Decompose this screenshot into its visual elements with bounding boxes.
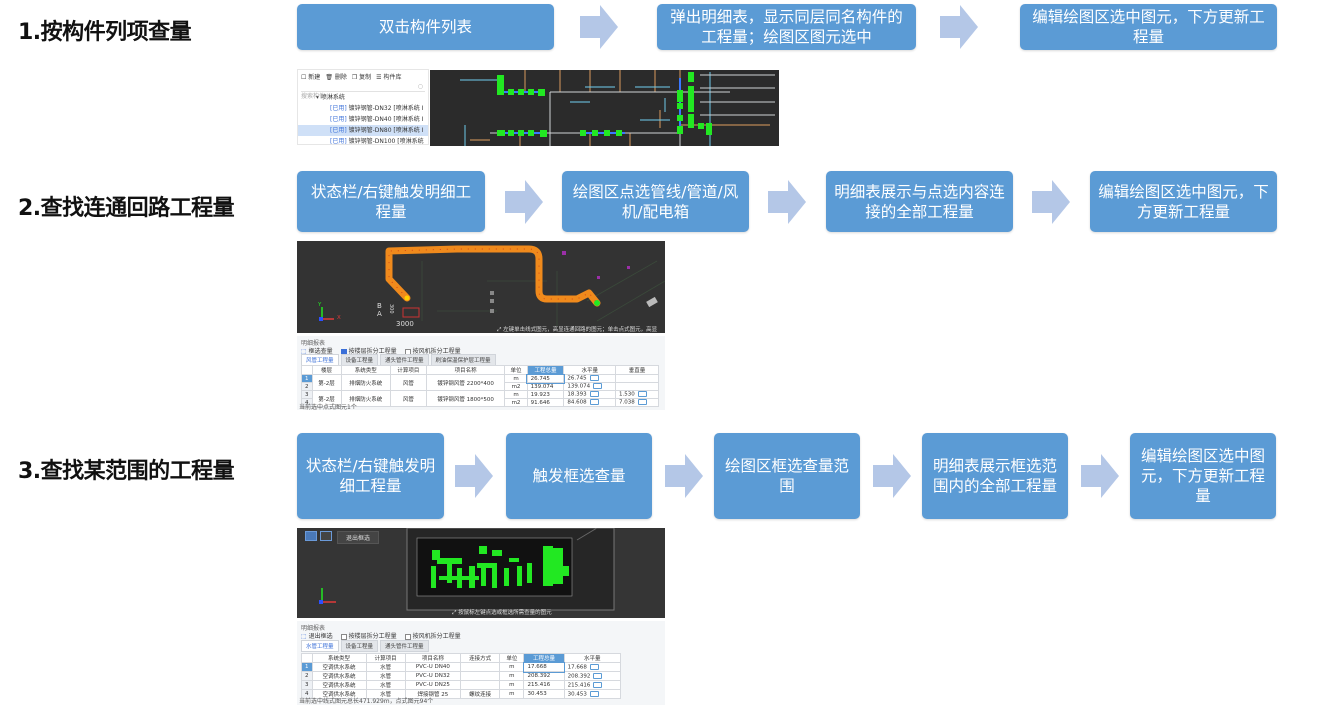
status-hint: ⤢ 按鼠标左键点选或框选所需查量的图元 [452, 610, 552, 616]
panel-title: 明细报表 [301, 625, 326, 632]
panel-title: 明细报表 [301, 340, 326, 347]
exit-box-query-button[interactable]: ⬚ 退出框选 [301, 633, 333, 640]
arrow-icon [665, 454, 703, 498]
table-row[interactable]: 1 第-2层 排烟防火系统 风管 镀锌钢风管 2200*400 m 26.745… [301, 373, 659, 391]
step-1-3: 编辑绘图区选中图元，下方更新工程量 [1020, 4, 1277, 50]
dimension-horizontal: 3000 [396, 320, 414, 328]
box-add-icon[interactable] [305, 531, 317, 541]
more-button[interactable] [593, 672, 603, 679]
more-button[interactable] [589, 399, 599, 406]
arrow-icon [768, 180, 806, 224]
step-2-3: 明细表展示与点选内容连接的全部工程量 [826, 171, 1013, 232]
step-3-5: 编辑绘图区选中图元，下方更新工程量 [1130, 433, 1276, 519]
more-button[interactable] [589, 375, 599, 382]
drawing-area-3[interactable]: 退出框选 ⤢ 按鼠标左键点选或框选所需查量的图元 [297, 528, 665, 618]
drawing-canvas [319, 245, 665, 326]
box-select-toolbar: 退出框选 [305, 531, 380, 544]
tree-item-selected[interactable]: [已用] 镀锌钢管-DN80 [喷淋系统 I [298, 125, 428, 136]
more-button[interactable] [637, 391, 647, 398]
detail-table: 系统类型 计算项目 项目名称 连接方式 单位 工程总量 水平量 1 空调供水系统… [301, 653, 622, 699]
x-axis-label: X [337, 315, 341, 321]
step-3-1: 状态栏/右键触发明细工程量 [297, 433, 444, 519]
step-3-3: 绘图区框选查量范围 [714, 433, 860, 519]
component-list-panel: ☐ 新建 🗑 删除 ❐ 复制 ☰ 构件库 搜索构件... ○ ▾ 喷淋系统 [已… [297, 69, 429, 145]
exit-box-select-button[interactable]: 退出框选 [337, 531, 380, 544]
step-3-2: 触发框选查量 [506, 433, 652, 519]
dimension-vertical: 300 [388, 304, 394, 314]
tab-fitting-quantity[interactable]: 通头管件工程量 [380, 640, 429, 652]
report-toolbar: ⬚ 退出框选 按楼层拆分工程量 按风机拆分工程量 [301, 631, 461, 640]
split-by-fan-checkbox[interactable]: 按风机拆分工程量 [404, 631, 461, 640]
detail-report-panel-2: 明细报表 ⬚ 框选查量 按楼层拆分工程量 按风机拆分工程量 风管工程量 设备工程… [297, 336, 665, 411]
component-search-input[interactable]: 搜索构件... ○ [301, 83, 425, 100]
arrow-icon [505, 180, 543, 224]
arrow-icon [1081, 454, 1119, 498]
report-footer: 当前选中点式图元1个 [299, 404, 357, 411]
search-icon: ○ [417, 83, 423, 90]
more-button[interactable] [589, 663, 599, 670]
box-subtract-icon[interactable] [320, 531, 332, 541]
library-button[interactable]: ☰ 构件库 [376, 74, 402, 81]
y-axis-label: Y [318, 302, 322, 308]
step-1-2: 弹出明细表，显示同层同名构件的工程量；绘图区图元选中 [657, 4, 916, 50]
drawing-canvas [319, 528, 615, 611]
section-2-title: 2.查找连通回路工程量 [18, 196, 235, 221]
split-by-floor-checkbox[interactable]: 按楼层拆分工程量 [340, 631, 397, 640]
detail-report-panel-3: 明细报表 ⬚ 退出框选 按楼层拆分工程量 按风机拆分工程量 水管工程量 设备工程… [297, 621, 665, 705]
component-toolbar: ☐ 新建 🗑 删除 ❐ 复制 ☰ 构件库 [298, 70, 428, 83]
more-button[interactable] [589, 391, 599, 398]
section-1-title: 1.按构件列项查量 [18, 20, 192, 45]
step-1-1: 双击构件列表 [297, 4, 554, 50]
more-button[interactable] [637, 399, 647, 406]
tab-equipment-quantity[interactable]: 设备工程量 [340, 640, 379, 652]
report-footer: 当前选中线式图元总长471.929m，点式图元94个 [299, 698, 434, 705]
tree-item[interactable]: [已用] 镀锌钢管-DN100 [喷淋系统 [330, 138, 424, 145]
box-query-button[interactable]: ⬚ 框选查量 [301, 348, 333, 355]
tree-group-sprinkler[interactable]: ▾ 喷淋系统 [316, 94, 345, 101]
more-button[interactable] [589, 690, 599, 697]
arrow-icon [1032, 180, 1070, 224]
table-header-row: 系统类型 计算项目 项目名称 连接方式 单位 工程总量 水平量 [301, 653, 622, 663]
new-button[interactable]: ☐ 新建 [301, 74, 321, 81]
tree-item[interactable]: [已用] 镀锌钢管-DN32 [喷淋系统 I [330, 105, 424, 112]
copy-button[interactable]: ❐ 复制 [351, 74, 372, 81]
tab-duct-quantity[interactable]: 风管工程量 [301, 354, 339, 366]
tree-item[interactable]: [已用] 镀锌钢管-DN40 [喷淋系统 I [330, 116, 424, 123]
arrow-icon [580, 5, 618, 49]
arrow-icon [455, 454, 493, 498]
section-3-title: 3.查找某范围的工程量 [18, 459, 235, 484]
grid-label-b: B [377, 302, 382, 310]
drawing-area-2[interactable]: Y X B A 300 3000 ⤢ 左键单击线式图元，高显连通回路的图元；单击… [297, 241, 665, 333]
grid-label-a: A [377, 310, 382, 318]
step-2-1: 状态栏/右键触发明细工程量 [297, 171, 485, 232]
step-3-4: 明细表展示框选范围内的全部工程量 [922, 433, 1068, 519]
report-tabs: 水管工程量 设备工程量 通头管件工程量 [301, 640, 429, 652]
drawing-canvas [460, 70, 775, 146]
step-2-2: 绘图区点选管线/管道/风机/配电箱 [562, 171, 749, 232]
more-button[interactable] [593, 681, 603, 688]
table-row[interactable]: 4 m2 91.646 84.608 7.038 [301, 398, 659, 407]
detail-table: 楼层 系统类型 计算项目 项目名称 单位 工程总量 水平量 垂直量 1 第-2层… [301, 365, 659, 407]
status-hint: ⤢ 左键单击线式图元，高显连通回路的图元；单击点式图元，高显 [497, 327, 658, 333]
drawing-area-1[interactable] [430, 70, 779, 146]
arrow-icon [873, 454, 911, 498]
tab-pipe-quantity[interactable]: 水管工程量 [301, 640, 339, 652]
arrow-icon [940, 5, 978, 49]
more-button[interactable] [593, 383, 603, 390]
table-header-row: 楼层 系统类型 计算项目 项目名称 单位 工程总量 水平量 垂直量 [301, 365, 659, 375]
table-row[interactable]: 2 m2 139.074 139.074 [301, 382, 659, 391]
report-toolbar: ⬚ 框选查量 按楼层拆分工程量 按风机拆分工程量 [301, 346, 461, 355]
step-2-4: 编辑绘图区选中图元，下方更新工程量 [1090, 171, 1277, 232]
delete-button[interactable]: 🗑 删除 [325, 74, 347, 81]
table-row[interactable]: 3 第-2层 排烟防火系统 风管 镀锌钢风管 1800*500 m 19.923… [301, 390, 659, 407]
